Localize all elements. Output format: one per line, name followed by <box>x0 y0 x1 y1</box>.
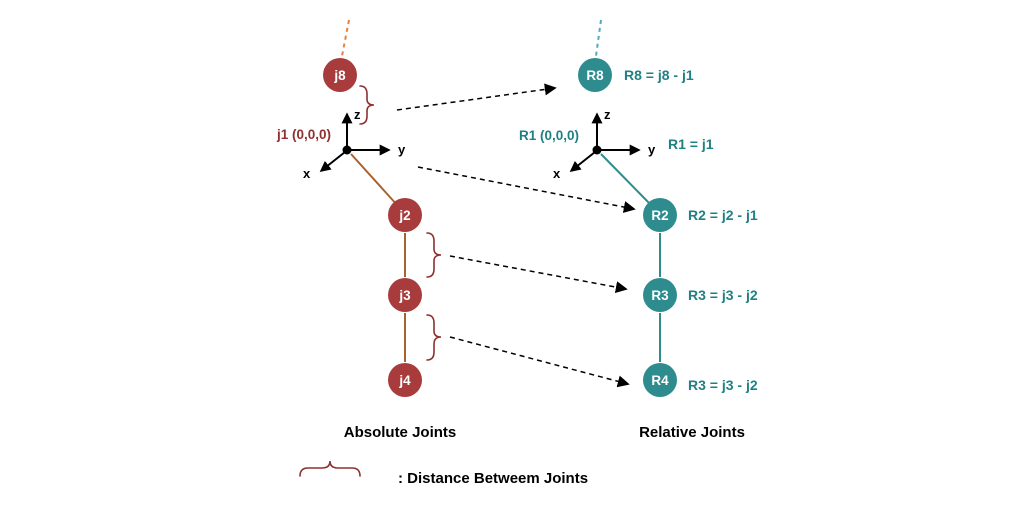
absolute-section-label: Absolute Joints <box>344 424 457 441</box>
joint-node-j2-label: j2 <box>398 208 410 223</box>
joint-node-j8-label: j8 <box>333 68 346 83</box>
relative-z-axis-label: z <box>604 107 611 122</box>
absolute-x-axis-label: x <box>303 166 311 181</box>
distance-brace-j3-j4 <box>426 314 442 361</box>
absolute-origin-dot <box>342 145 352 155</box>
relative-x-axis <box>569 151 596 173</box>
absolute-origin-label: j1 (0,0,0) <box>276 127 331 142</box>
relative-origin-equation: R1 = j1 <box>668 136 714 152</box>
arrow-j1-to-r2 <box>417 166 636 213</box>
legend-group: : Distance Betweem Joints <box>299 460 588 487</box>
bone-j1-j2 <box>350 153 399 207</box>
bone-r1-r2 <box>600 153 653 207</box>
joint-node-r3 <box>643 278 677 312</box>
joint-node-j3-label: j3 <box>398 288 411 303</box>
joint-node-j4-label: j4 <box>398 373 411 388</box>
equation-r2: R2 = j2 - j1 <box>688 207 758 223</box>
relative-section-label: Relative Joints <box>639 424 745 441</box>
equation-r3: R3 = j3 - j2 <box>688 287 758 303</box>
joint-node-r8-label: R8 <box>586 68 604 83</box>
relative-x-axis-label: x <box>553 166 561 181</box>
arrow-j2j3-to-r3 <box>449 255 628 294</box>
absolute-x-axis <box>319 151 346 173</box>
joint-node-j3 <box>388 278 422 312</box>
joint-node-r3-label: R3 <box>651 288 669 303</box>
arrow-j8-to-r8 <box>396 83 557 111</box>
equation-r8: R8 = j8 - j1 <box>624 67 694 83</box>
joint-node-j8 <box>323 58 357 92</box>
joint-node-r2-label: R2 <box>651 208 668 223</box>
absolute-continuation-dashed-line <box>341 19 350 57</box>
relative-origin-label: R1 (0,0,0) <box>519 128 579 143</box>
absolute-z-axis-label: z <box>354 107 361 122</box>
joint-node-j4 <box>388 363 422 397</box>
relative-y-axis-label: y <box>648 142 656 157</box>
joint-node-r4-label: R4 <box>651 373 669 388</box>
joint-node-r4 <box>643 363 677 397</box>
distance-brace-j2-j3 <box>426 232 442 278</box>
distance-brace-j1-j8 <box>359 85 375 125</box>
joint-node-j2 <box>388 198 422 232</box>
joint-node-r2 <box>643 198 677 232</box>
mapping-arrows-group <box>396 83 636 388</box>
absolute-joints-group: z y x j1 (0,0,0) j8 j2 j3 j4 Absolute Jo… <box>276 19 457 441</box>
relative-joints-group: z y x R1 (0,0,0) R1 = j1 R8 R8 = j8 - j1… <box>519 19 758 441</box>
legend-label: : Distance Betweem Joints <box>398 470 588 487</box>
relative-continuation-dashed-line <box>595 19 602 57</box>
relative-origin-dot <box>592 145 602 155</box>
joint-node-r8 <box>578 58 612 92</box>
arrow-j3j4-to-r4 <box>449 336 630 388</box>
equation-r4: R3 = j3 - j2 <box>688 377 758 393</box>
absolute-y-axis-label: y <box>398 142 406 157</box>
legend-brace-icon <box>299 460 361 477</box>
